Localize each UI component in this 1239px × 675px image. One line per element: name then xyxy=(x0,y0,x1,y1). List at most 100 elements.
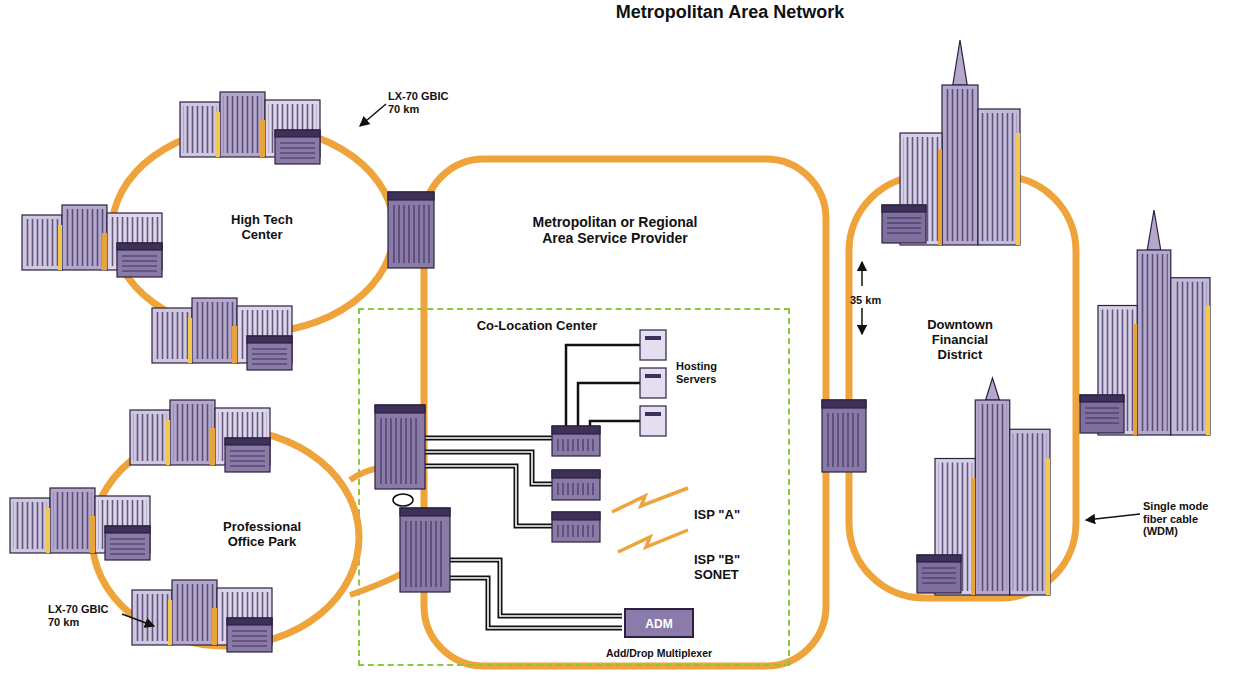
fiber-pair xyxy=(425,452,552,484)
ring-switch xyxy=(388,192,434,268)
node-label: Professional Office Park xyxy=(217,520,307,550)
switch-port xyxy=(430,521,431,587)
building-block-windows xyxy=(65,209,104,266)
router-slot xyxy=(230,465,265,466)
router-box-top xyxy=(105,526,150,533)
label-slot: ISP "B" SONET xyxy=(694,553,756,583)
switch-port xyxy=(385,418,386,484)
server-slot xyxy=(645,412,661,416)
tower-spire xyxy=(1147,210,1160,250)
building-wing xyxy=(10,498,50,553)
building-block-windows xyxy=(195,302,234,359)
tower-wing-windows xyxy=(1013,433,1047,591)
node-caption: Add/Drop Multiplexer xyxy=(606,647,712,659)
fiber-pair xyxy=(450,560,622,616)
switch-port xyxy=(557,439,558,451)
switch-body xyxy=(400,508,450,592)
tower-accent xyxy=(1133,324,1137,435)
tower-wing xyxy=(978,109,1020,245)
access-switch xyxy=(552,426,600,456)
router-box xyxy=(105,526,150,560)
switch-top xyxy=(400,508,450,516)
text-slot: Downtown Financial District xyxy=(910,318,1010,363)
switch-port xyxy=(582,439,583,451)
router-slot xyxy=(280,147,315,148)
fiber-pair-gap xyxy=(425,437,552,439)
building-block xyxy=(192,298,237,363)
switch-body xyxy=(552,426,600,456)
router-box xyxy=(275,130,320,164)
building-wing xyxy=(130,410,170,465)
switch-port xyxy=(587,439,588,451)
building-wing xyxy=(152,308,192,363)
trunk-bundle xyxy=(393,494,413,506)
router-box xyxy=(247,336,292,370)
building-accent xyxy=(188,318,192,363)
switch-port xyxy=(410,418,411,484)
router-slot xyxy=(110,543,145,544)
switch-port xyxy=(577,439,578,451)
switch-port xyxy=(408,205,409,263)
router-slot xyxy=(110,538,145,539)
switch-port xyxy=(857,413,858,467)
switch-port xyxy=(428,205,429,263)
router-box xyxy=(917,555,961,593)
fiber-pair-gap xyxy=(450,560,622,616)
tower-wing-windows xyxy=(938,463,972,592)
building-accent xyxy=(46,508,50,553)
switch-port xyxy=(562,439,563,451)
router-slot xyxy=(232,640,267,641)
label-slot: Hosting Servers xyxy=(676,360,738,387)
callout-label: LX-70 GBIC 70 km xyxy=(48,603,123,628)
router-box xyxy=(882,205,926,243)
router-box-top xyxy=(227,618,272,625)
server-slot xyxy=(645,336,661,340)
switch-port xyxy=(577,483,578,495)
hosting-server xyxy=(640,406,666,436)
label-slot: ISP "A" xyxy=(694,505,764,523)
building-accent xyxy=(212,608,217,645)
router-box-top xyxy=(247,336,292,343)
building-block xyxy=(62,205,107,270)
router-slot xyxy=(122,255,157,256)
tower-main-windows xyxy=(1140,254,1168,431)
router-slot xyxy=(922,567,956,568)
switch-port xyxy=(403,205,404,263)
text-slot: Co-Location Center xyxy=(437,316,637,334)
router-slot xyxy=(922,572,956,573)
leader-arrow xyxy=(122,614,154,626)
building-wing-windows xyxy=(110,217,159,266)
switch-port xyxy=(395,418,396,484)
callout-label: LX-70 GBIC 70 km xyxy=(388,90,463,115)
switch-port xyxy=(562,525,563,537)
building-wing xyxy=(107,213,162,270)
router-slot xyxy=(252,363,287,364)
server-body xyxy=(640,330,666,360)
switch-port xyxy=(572,483,573,495)
switch-top xyxy=(552,426,600,434)
fiber-pair-gap xyxy=(425,452,552,484)
callout-label: Single mode fiber cable (WDM) xyxy=(1143,500,1235,538)
node-label: Metropolitan or Regional Area Service Pr… xyxy=(520,214,710,246)
building-accent xyxy=(168,600,172,645)
building-wing xyxy=(180,102,220,157)
building-wing xyxy=(217,588,272,645)
switch-port xyxy=(592,483,593,495)
router-slot xyxy=(252,353,287,354)
building-wing xyxy=(265,100,320,157)
tower-wing xyxy=(1098,306,1137,436)
router-box-top xyxy=(882,205,926,212)
router-slot xyxy=(1085,412,1119,413)
router-box xyxy=(225,438,270,472)
router-box-top xyxy=(1080,395,1124,402)
switch-port xyxy=(557,525,558,537)
fiber-ring: Downtown Financial District xyxy=(845,172,1080,602)
office-building xyxy=(180,92,320,164)
router-slot xyxy=(232,635,267,636)
switch-port xyxy=(842,413,843,467)
tower-wing-windows xyxy=(1174,282,1207,431)
colocation-box: ADMAdd/Drop MultiplexerCo-Location Cente… xyxy=(358,308,790,666)
router-slot xyxy=(922,582,956,583)
router-box xyxy=(117,243,162,277)
router-slot xyxy=(922,577,956,578)
